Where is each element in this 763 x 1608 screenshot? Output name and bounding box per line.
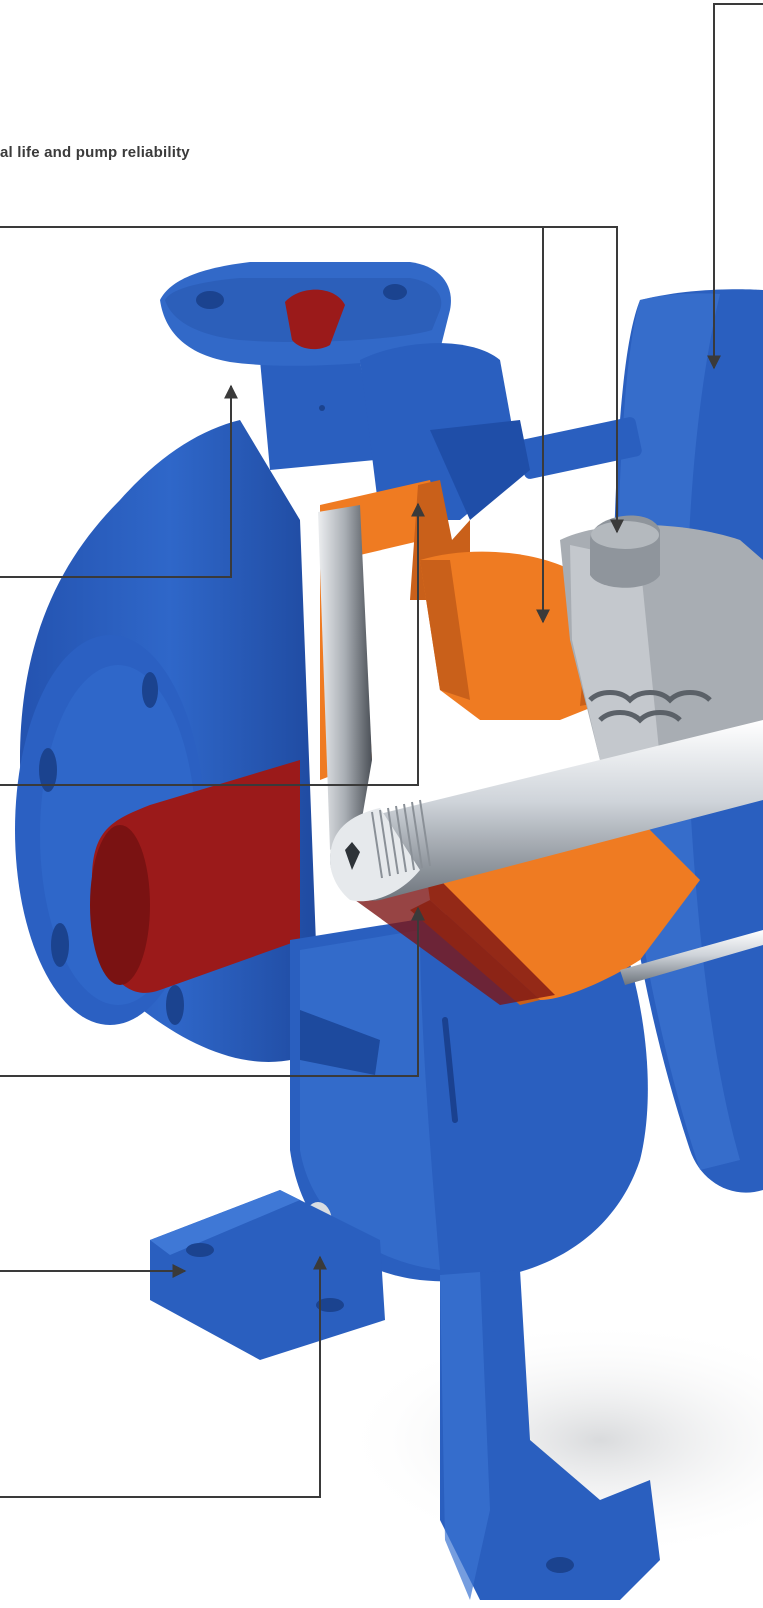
callout-discharge-flange bbox=[0, 384, 238, 578]
flange-bolt-hole bbox=[166, 985, 184, 1025]
seal-housing bbox=[560, 515, 763, 790]
discharge-port bbox=[285, 289, 345, 350]
foot-bolt-hole bbox=[316, 1298, 344, 1312]
flange-bolt-hole bbox=[51, 923, 69, 967]
discharge-flange bbox=[160, 262, 530, 520]
leg-bolt-hole bbox=[546, 1557, 574, 1573]
caption-text: al life and pump reliability bbox=[0, 144, 190, 161]
foot-bolt-hole bbox=[186, 1243, 214, 1257]
support-leg bbox=[440, 1270, 660, 1600]
callout-seal-chamber-top bbox=[0, 226, 624, 534]
callout-top-right bbox=[707, 3, 763, 370]
callout-drain-plug bbox=[0, 1255, 327, 1498]
shaft bbox=[330, 720, 763, 985]
backplate-face bbox=[318, 505, 372, 850]
flange-bolt-hole bbox=[383, 284, 407, 300]
callout-backplate bbox=[0, 502, 425, 786]
flange-bolt-hole bbox=[39, 748, 57, 792]
flange-bolt-hole bbox=[196, 291, 224, 309]
flange-bolt-hole bbox=[142, 672, 158, 708]
casing-foot bbox=[150, 1190, 385, 1360]
callout-impeller-nose bbox=[0, 906, 425, 1077]
